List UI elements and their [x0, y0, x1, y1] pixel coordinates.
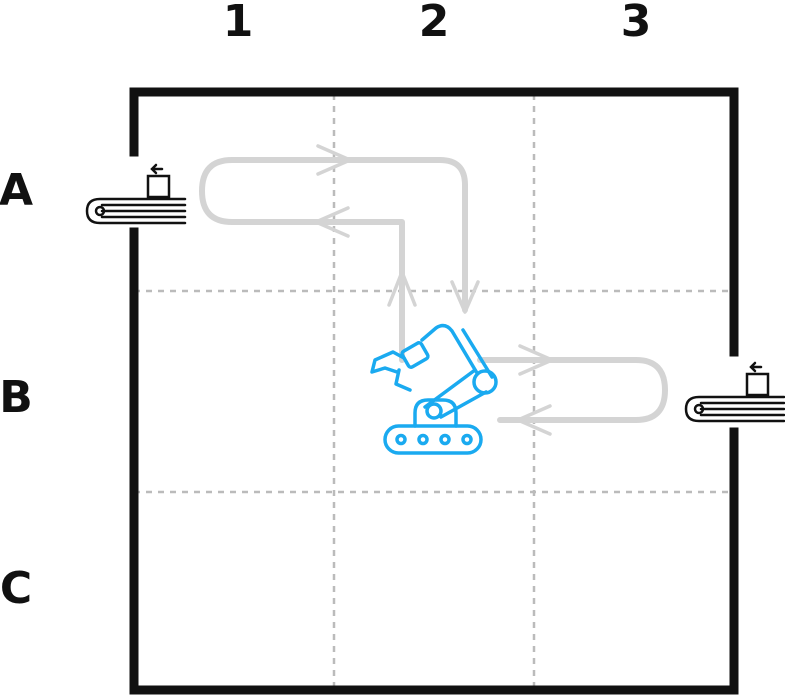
conveyor-belt-with-box-icon [684, 361, 785, 423]
path-arrow-left-top [314, 206, 350, 238]
path-arrow-down [450, 280, 480, 314]
grid-lines [134, 94, 734, 690]
conveyor-belt [684, 395, 785, 423]
conveyor-arrow-left-icon [150, 163, 164, 175]
conveyor-box [745, 372, 770, 397]
conveyor-belt-with-box-icon [85, 163, 187, 225]
path-loop-right [477, 357, 668, 423]
robot-elbow-joint [472, 369, 498, 395]
wall-bottom [129, 227, 739, 695]
robot-lower-arm [423, 368, 488, 419]
path-segment-outbound [229, 157, 468, 313]
conveyor-arrow-left-icon [749, 361, 763, 373]
path-arrow-right-bottom [518, 344, 554, 376]
robot-arm-on-tracks-icon [370, 323, 498, 455]
conveyor-belt [85, 197, 187, 225]
path-segment-return [199, 157, 405, 363]
robot-wrist [400, 341, 430, 369]
column-label-1: 1 [223, 0, 254, 47]
path-arrow-up [387, 270, 417, 307]
row-label-c: C [0, 563, 32, 614]
column-label-2: 2 [419, 0, 450, 47]
robot-gripper [370, 350, 412, 392]
robot-tracks [383, 424, 483, 455]
conveyor-box [146, 174, 171, 199]
column-label-3: 3 [621, 0, 652, 47]
wall-top [129, 87, 739, 357]
robot-path [199, 157, 668, 423]
robot-base-joint [425, 402, 443, 420]
robot-upper-arm [420, 323, 494, 379]
path-arrow-left-bottom [516, 404, 552, 436]
row-label-a: A [0, 165, 33, 216]
walls [129, 87, 739, 695]
row-label-b: B [0, 372, 33, 423]
path-arrow-right-top [316, 144, 352, 176]
